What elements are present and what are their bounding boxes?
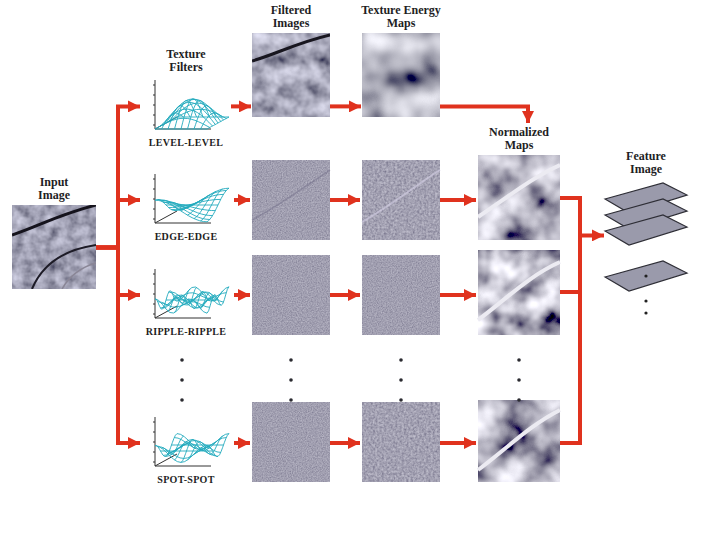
flow-arrow: [234, 441, 250, 445]
surface-mesh: [155, 188, 229, 222]
texture-vein: [12, 205, 96, 235]
filter-node: EDGE-EDGE: [138, 171, 234, 245]
flow-arrow: [330, 198, 360, 202]
plot-axes: [153, 417, 211, 466]
normalized-map-node: Normalized Maps: [470, 126, 568, 240]
flow-connector: [96, 247, 140, 443]
filter-node: SPOT-SPOT: [138, 414, 234, 488]
column-heading: Input Image: [29, 176, 79, 202]
texture-fill: [12, 205, 96, 289]
texture-vein: [362, 170, 440, 222]
filter-node: Texture FiltersLEVEL-LEVEL: [138, 48, 234, 151]
ellipsis-dot: [644, 300, 647, 303]
texture-vein: [252, 170, 330, 220]
filter-node: RIPPLE-RIPPLE: [138, 266, 234, 340]
normalized-map: [478, 250, 560, 335]
normalized-map: [478, 400, 560, 482]
filter-label: EDGE-EDGE: [138, 231, 234, 242]
energy-map: [362, 255, 440, 335]
filter-label: LEVEL-LEVEL: [138, 137, 234, 148]
flow-arrow: [234, 293, 250, 297]
column-heading: Feature Image: [616, 150, 676, 176]
feature-dot: [644, 275, 647, 278]
merge-line: [560, 236, 580, 443]
texture-vein: [252, 35, 330, 61]
filter-surface-plot: [141, 414, 231, 472]
texture-vein: [478, 262, 560, 320]
column-heading: Texture Filters: [154, 48, 218, 74]
energy-map-node: Texture Energy Maps: [350, 4, 452, 117]
feature-layer: [605, 215, 687, 245]
flow-arrow: [234, 198, 250, 202]
feature-image-node: Feature Image: [598, 150, 694, 319]
texture-image: [478, 155, 560, 240]
energy-map: [362, 402, 440, 482]
feature-image-stack: [601, 179, 691, 319]
flow-connector: [330, 104, 361, 108]
column-heading: Texture Energy Maps: [351, 4, 451, 30]
flow-connector: [231, 104, 251, 108]
filtered-image: [252, 255, 330, 335]
filter-surface-plot: [141, 77, 231, 135]
texture-fill: [362, 33, 440, 117]
flow-arrow: [440, 293, 476, 297]
filter-surface-plot: [141, 171, 231, 229]
filter-surface-plot: [141, 266, 231, 324]
texture-vein: [32, 245, 96, 289]
feature-layer: [605, 261, 687, 291]
filtered-image: [252, 402, 330, 482]
merge-line: [560, 290, 580, 294]
surface-mesh: [155, 99, 229, 129]
filter-label: SPOT-SPOT: [138, 474, 234, 485]
flow-connector: [96, 200, 140, 247]
texture-vein: [478, 165, 560, 217]
filtered-image: [252, 160, 330, 240]
surface-mesh: [155, 434, 229, 463]
flow-connector: [96, 106, 140, 247]
energy-map: [362, 160, 440, 240]
flow-connector: [440, 106, 528, 123]
ellipsis-dot: [644, 312, 647, 315]
flow-connector: [560, 198, 604, 236]
texture-image: [12, 205, 96, 289]
texture-vein: [62, 263, 96, 289]
plot-axes: [153, 174, 211, 223]
filtered-image-node: Filtered Images: [252, 4, 330, 117]
texture-fill: [252, 33, 330, 117]
column-heading: Normalized Maps: [477, 126, 561, 152]
texture-fill: [478, 155, 560, 240]
texture-image: [252, 33, 330, 117]
flow-arrow: [440, 441, 476, 445]
column-heading: Filtered Images: [253, 4, 329, 30]
ellipsis-dots: [180, 358, 521, 402]
texture-image: [362, 33, 440, 117]
surface-mesh: [155, 287, 229, 313]
plot-axes: [153, 80, 211, 129]
filter-label: RIPPLE-RIPPLE: [138, 326, 234, 337]
flow-arrow: [330, 441, 360, 445]
texture-vein: [478, 410, 560, 470]
flow-arrow: [330, 293, 360, 297]
input-image-node: Input Image: [12, 176, 96, 289]
flow-arrow: [440, 198, 476, 202]
